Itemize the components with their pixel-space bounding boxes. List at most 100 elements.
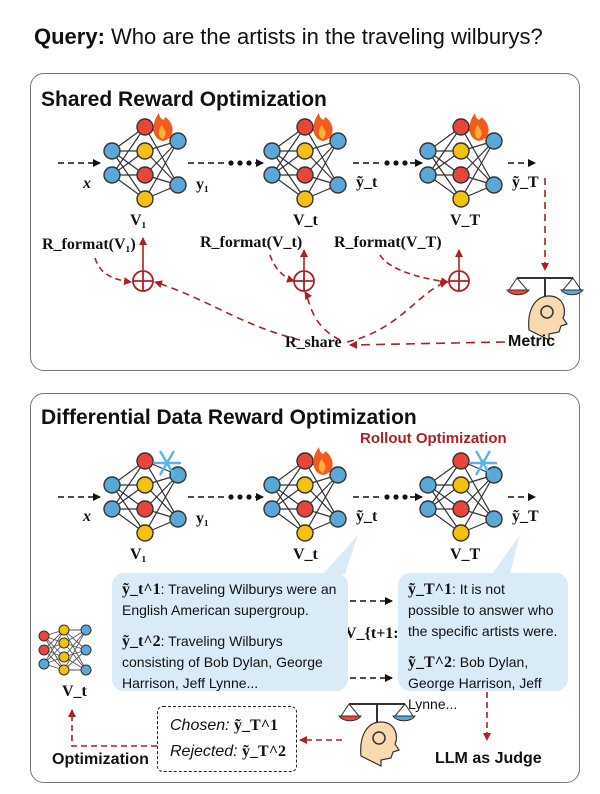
ellipsis-dot [384, 494, 390, 500]
network-node [452, 166, 470, 184]
mini-node [38, 630, 50, 642]
gear-icon [372, 731, 386, 745]
reward-format-T: R_format(V_T) [334, 234, 442, 251]
network-node [296, 476, 314, 494]
mini-node [38, 644, 50, 656]
model-vT: V_T [450, 212, 481, 229]
bubble-right-item-2: ỹ_T^2: Bob Dylan, George Harrison, Jeff … [408, 654, 542, 712]
network-node [296, 118, 314, 136]
fire-icon [469, 113, 489, 141]
rejected-line: Rejected: ỹ_T^2 [170, 743, 287, 760]
mini-node [80, 624, 92, 636]
network-edge [304, 460, 339, 520]
network-node [136, 190, 154, 208]
network-edge [427, 126, 462, 176]
ellipsis-dot [402, 494, 408, 500]
network-node [136, 142, 154, 160]
network-node [419, 142, 437, 160]
model-v1-2: V₁ [130, 546, 147, 563]
network-edge [144, 126, 179, 186]
network-edge [144, 460, 179, 520]
ellipsis-dot [237, 160, 243, 166]
share-to-plus3 [346, 280, 448, 343]
input-x: x [83, 175, 91, 192]
network-node [169, 466, 187, 484]
network-edge [304, 474, 339, 534]
network-node [452, 476, 470, 494]
network-node [452, 500, 470, 518]
network-node [452, 190, 470, 208]
fire-icon-core [474, 125, 482, 139]
metric-to-share-arrow [349, 340, 506, 349]
network-node [263, 142, 281, 160]
network-node [296, 190, 314, 208]
rollout-label: Rollout Optimization [360, 430, 507, 447]
network-node [103, 166, 121, 184]
scale-pan-right-icon [392, 715, 416, 722]
network-node [136, 452, 154, 470]
network-node [169, 132, 187, 150]
query-label: Query: [34, 24, 105, 49]
network-node [452, 118, 470, 136]
transition-label: V_{t+1:T} [345, 625, 416, 642]
share-to-plus1 [154, 280, 301, 341]
scale-string-icon [348, 703, 360, 717]
model-v1: V₁ [130, 212, 147, 229]
panel-title-differential: Differential Data Reward Optimization [41, 406, 417, 429]
format-arrow-2 [269, 254, 295, 283]
ellipsis-dot [246, 160, 252, 166]
network-edge [271, 126, 306, 176]
ellipsis-dot [393, 160, 399, 166]
network-node [452, 142, 470, 160]
scale-string-icon [516, 277, 528, 291]
bubble-right: ỹ_T^1: It is not possible to answer who … [398, 573, 568, 712]
network-node [485, 510, 503, 528]
network-edge [111, 460, 146, 510]
network-edge [460, 126, 495, 186]
fire-icon [153, 113, 173, 141]
network-node [169, 176, 187, 194]
network-node [485, 132, 503, 150]
mini-edge [63, 629, 87, 658]
mini-edge [43, 635, 65, 671]
network-node [329, 132, 347, 150]
fire-icon-core [318, 459, 326, 473]
fire-icon-core [318, 125, 326, 139]
network-node [329, 510, 347, 528]
network-node [263, 476, 281, 494]
ellipsis-dot [237, 494, 243, 500]
query-text: Who are the artists in the traveling wil… [111, 24, 543, 49]
network-node [452, 452, 470, 470]
network-node [263, 166, 281, 184]
scale-string-icon [508, 277, 518, 291]
network-edge [144, 474, 179, 534]
chosen-line: Chosen: ỹ_T^1 [170, 717, 279, 734]
bubble-left-pointer [323, 535, 358, 574]
network-node [136, 476, 154, 494]
model-vT-2: V_T [450, 546, 481, 563]
network-node [296, 142, 314, 160]
output-yt: ỹ_t [356, 174, 378, 191]
output-yT-2: ỹ_T [512, 508, 539, 525]
bubble-left-item-2: ỹ_t^2: Traveling Wilburys consisting of … [122, 633, 323, 691]
network-node [296, 166, 314, 184]
network-node [485, 176, 503, 194]
mini-node [80, 664, 92, 676]
ellipsis-dot [246, 494, 252, 500]
vt-label: V_t [62, 683, 87, 700]
output-yT: ỹ_T [512, 174, 539, 191]
gear-icon [540, 305, 554, 319]
mini-node [58, 624, 70, 636]
scale-pan-left-icon [506, 289, 530, 296]
optimization-label: Optimization [52, 751, 149, 768]
scale-pan-left-icon [338, 715, 362, 722]
preference-box: Chosen: ỹ_T^1 Rejected: ỹ_T^2 [157, 706, 297, 772]
box-to-vt-arrow [68, 709, 157, 747]
network-node [329, 466, 347, 484]
network-edge [144, 140, 179, 200]
snowflake-icon-center [480, 460, 486, 466]
mini-node [38, 658, 50, 670]
reward-share: R_share [285, 334, 342, 351]
network-edge [111, 126, 146, 176]
